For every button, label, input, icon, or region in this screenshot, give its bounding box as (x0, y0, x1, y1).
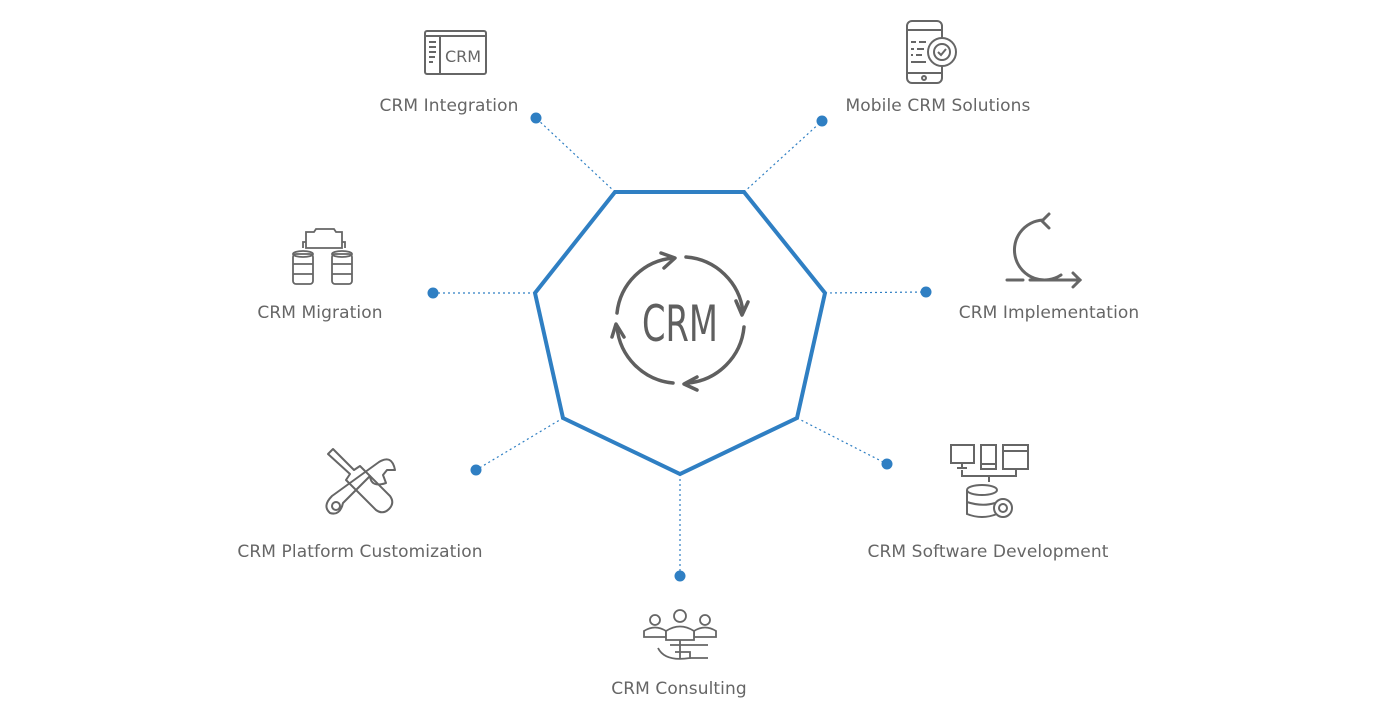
label-mobile: Mobile CRM Solutions (845, 96, 1031, 116)
database-migration-icon (292, 228, 353, 285)
dot-customization (470, 464, 482, 476)
wrench-screwdriver-icon (325, 448, 396, 515)
devices-database-icon (950, 444, 1029, 518)
connector-customization (475, 417, 564, 471)
crm-cycle-icon (610, 251, 750, 392)
label-integration: CRM Integration (379, 96, 519, 116)
connector-integration (535, 117, 616, 193)
dot-software-development (881, 458, 893, 470)
label-implementation: CRM Implementation (958, 303, 1140, 323)
people-hand-icon (643, 609, 717, 660)
dot-migration (427, 287, 439, 299)
cycle-arrow-icon (1005, 212, 1083, 289)
dot-implementation (920, 286, 932, 298)
connector-software-development (796, 417, 888, 465)
label-consulting: CRM Consulting (611, 679, 747, 699)
label-software-development: CRM Software Development (867, 542, 1109, 562)
dot-integration (530, 112, 542, 124)
connector-implementation (824, 291, 927, 294)
dot-consulting (674, 570, 686, 582)
mobile-gear-icon (906, 20, 957, 84)
center-heptagon (532, 190, 828, 477)
label-migration: CRM Migration (257, 303, 383, 323)
label-customization: CRM Platform Customization (237, 542, 483, 562)
dot-mobile (816, 115, 828, 127)
connector-mobile (743, 120, 823, 193)
center-label: CRM (642, 295, 718, 353)
svg-text:CRM: CRM (445, 47, 481, 66)
crm-window-icon: CRM (424, 30, 487, 75)
